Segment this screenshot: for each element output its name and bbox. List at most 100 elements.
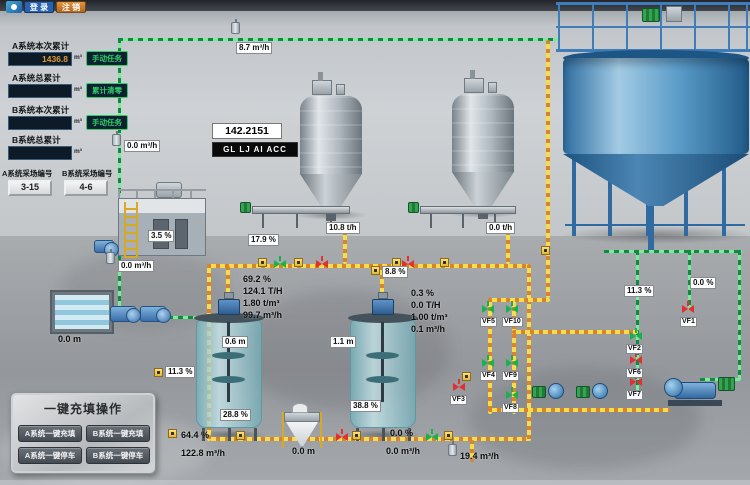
valve-VF5[interactable] <box>482 301 494 314</box>
big-pump-volute <box>664 378 683 397</box>
slurry-drop-belt-a <box>343 222 347 264</box>
agitator-motor-a <box>218 299 240 315</box>
fill-a-stop-button[interactable]: A系统一键停车 <box>18 447 82 464</box>
valve-closed-icon[interactable] <box>402 256 414 269</box>
valve-VF9[interactable] <box>506 355 518 368</box>
hopper-frame <box>282 412 284 448</box>
thickener-frame <box>556 2 750 5</box>
thickener-frame <box>592 2 594 52</box>
tank-a-percent: 28.8 % <box>220 409 251 421</box>
valve-VF7[interactable] <box>630 374 642 387</box>
dust-collector-stack <box>318 72 323 81</box>
tank-b-level: 1.1 m <box>330 336 357 348</box>
valve-closed-icon[interactable] <box>316 256 328 269</box>
right-percent: 11.3 % <box>624 285 655 297</box>
water-pump-1[interactable] <box>110 306 141 323</box>
instrument-icon <box>258 258 267 267</box>
acc-row-value[interactable]: 1436.8 <box>8 52 72 66</box>
instrument-icon <box>236 431 245 440</box>
acc-row-label: B系统本次累计 <box>12 105 70 115</box>
conveyor-a[interactable] <box>252 206 350 214</box>
valve-VF2[interactable] <box>630 328 642 341</box>
dust-collector-stack <box>470 70 475 79</box>
login-button[interactable]: 登 录 <box>24 1 54 13</box>
fill-b-stop-button[interactable]: B系统一键停车 <box>86 447 150 464</box>
silo-a-body <box>300 96 362 174</box>
unit-label: m³ <box>74 148 82 155</box>
one-key-panel-title: 一键充填操作 <box>43 402 122 416</box>
unit-label: m³ <box>74 54 82 61</box>
slurry-loop-top <box>207 264 531 268</box>
pool-level: 0.0 m <box>58 334 82 344</box>
hopper-dome <box>292 403 308 413</box>
left-percent: 11.3 % <box>165 366 196 378</box>
valve-VF3[interactable] <box>453 379 465 392</box>
fill-b-start-button[interactable]: B系统一键充填 <box>86 425 150 442</box>
silo-b-spout <box>478 212 488 219</box>
valve-VF4[interactable] <box>482 355 494 368</box>
thickener-tank[interactable] <box>563 58 749 154</box>
valve-open-icon[interactable] <box>274 256 286 269</box>
instrument-icon <box>352 431 361 440</box>
conveyor-leg <box>330 214 332 228</box>
slurry-drop-tank-a <box>226 266 230 316</box>
return-flow: 19.4 m³/h <box>460 451 500 461</box>
conveyor-leg <box>262 214 264 228</box>
agitator-shaft <box>381 322 384 402</box>
instrument-icon <box>168 429 177 438</box>
thickener-leg <box>684 150 688 236</box>
one-key-panel: 一键充填操作 A系统一键充填 B系统一键充填 A系统一键停车 B系统一键停车 <box>10 392 156 474</box>
filter-unit-icon <box>488 82 497 93</box>
valve-label: VF10 <box>502 317 523 327</box>
density-display: 142.2151 <box>212 123 282 139</box>
acc-row-value[interactable] <box>8 84 72 98</box>
valve-label: VF1 <box>680 317 697 327</box>
silo-a[interactable] <box>300 96 362 221</box>
site-a-number[interactable]: 3-15 <box>8 180 52 196</box>
slurry-pipe-drop-right <box>546 40 550 298</box>
conveyor-leg <box>462 214 464 228</box>
reset-total-button[interactable]: 累计清零 <box>86 83 128 98</box>
water-pipe-vf2 <box>636 250 639 390</box>
valve-open-icon[interactable] <box>426 429 438 442</box>
fill-a-start-button[interactable]: A系统一键充填 <box>18 425 82 442</box>
station-ladder <box>124 202 138 258</box>
tank-leg <box>228 428 231 441</box>
silo-b[interactable] <box>452 94 514 219</box>
line-b-concentration: 0.3 % <box>411 288 435 298</box>
thickener-frame <box>556 26 750 28</box>
site-b-number[interactable]: 4-6 <box>64 180 108 196</box>
line-b-flow: 0.1 m³/h <box>411 324 446 334</box>
water-pump-2[interactable] <box>140 306 171 323</box>
logout-button[interactable]: 注 销 <box>56 1 86 13</box>
manual-task-button[interactable]: 手动任务 <box>86 115 128 130</box>
valve-VF8[interactable] <box>506 387 518 400</box>
tank-leg <box>254 428 257 441</box>
fill-pump-2[interactable] <box>592 383 608 399</box>
water-pipe-right-header <box>604 250 742 253</box>
conveyor-a-motor <box>240 202 251 213</box>
valve-closed-icon[interactable] <box>336 429 348 442</box>
valve-VF6[interactable] <box>630 352 642 365</box>
instrument-icon <box>440 258 449 267</box>
line-b-density: 1.00 t/m³ <box>411 312 448 322</box>
instrument-icon <box>462 372 471 381</box>
right-percent-2: 0.0 % <box>690 277 717 289</box>
acc-row-value[interactable] <box>8 146 72 160</box>
valve-label: VF9 <box>502 371 519 381</box>
pool-water <box>55 295 109 329</box>
valve-VF1[interactable] <box>682 301 694 314</box>
slurry-riser-a <box>488 298 492 414</box>
manual-task-button[interactable]: 手动任务 <box>86 51 128 66</box>
flow-sensor-icon <box>112 131 121 146</box>
fill-pump-1[interactable] <box>548 383 564 399</box>
instrument-icon <box>154 368 163 377</box>
acc-row-label: A系统总累计 <box>12 73 61 83</box>
conveyor-b[interactable] <box>420 206 516 214</box>
acc-row-value[interactable] <box>8 116 72 130</box>
belt-b-rate: 0.0 t/h <box>486 222 516 234</box>
valve-label: VF8 <box>502 403 519 413</box>
valve-VF10[interactable] <box>506 301 518 314</box>
water-pipe-far <box>738 250 741 380</box>
thickener-frame <box>728 2 730 52</box>
